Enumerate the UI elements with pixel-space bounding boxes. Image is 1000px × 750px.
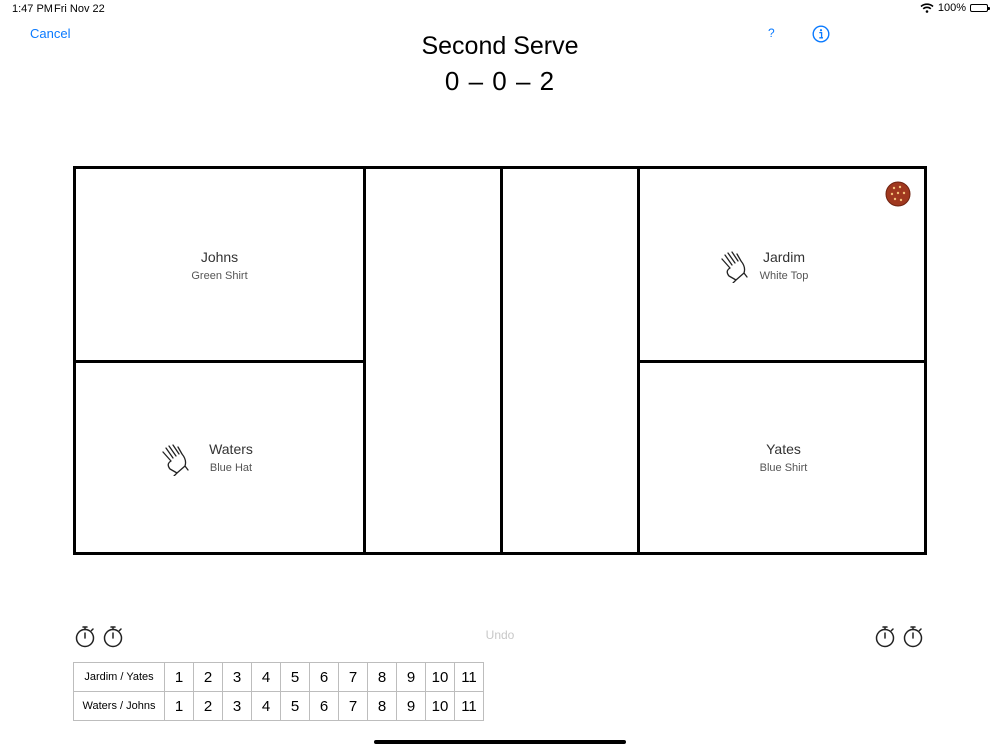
stopwatch-icon[interactable] [101,624,125,648]
player-name: Johns [200,249,239,265]
serving-hand-icon [162,444,189,476]
centerline-right [637,360,924,363]
team-label: Jardim / Yates [73,662,165,692]
point-cell[interactable]: 6 [309,691,339,721]
point-cell[interactable]: 7 [338,662,368,692]
point-cell[interactable]: 11 [454,662,484,692]
help-button[interactable]: ? [768,26,775,40]
point-cell[interactable]: 1 [164,691,194,721]
point-cell[interactable]: 5 [280,691,310,721]
court: Johns Green Shirt Waters Blue Hat Jardim… [73,166,927,555]
cancel-button[interactable]: Cancel [30,26,71,41]
point-cell[interactable]: 9 [396,691,426,721]
player-description: Blue Hat [209,462,253,474]
point-cell[interactable]: 9 [396,662,426,692]
pickleball-icon [885,181,911,207]
status-right: 100% [920,2,990,14]
status-time: 1:47 PM [12,3,53,15]
undo-button[interactable]: Undo [485,628,515,642]
player-description: Green Shirt [191,270,248,282]
player-bottom-right[interactable]: Yates Blue Shirt [640,441,927,474]
point-cell[interactable]: 10 [425,662,455,692]
point-cell[interactable]: 5 [280,662,310,692]
page-title: Second Serve [421,32,579,60]
wifi-icon [920,3,934,13]
point-cell[interactable]: 3 [222,662,252,692]
team-label: Waters / Johns [73,691,165,721]
point-cell[interactable]: 7 [338,691,368,721]
point-cell[interactable]: 6 [309,662,339,692]
serving-hand-icon [721,251,748,283]
stopwatch-icon[interactable] [73,624,97,648]
point-cell[interactable]: 11 [454,691,484,721]
court-line [363,169,366,552]
point-cell[interactable]: 3 [222,691,252,721]
point-cell[interactable]: 8 [367,662,397,692]
undo-row: Undo [0,628,1000,642]
point-cell[interactable]: 10 [425,691,455,721]
player-name: Yates [766,441,801,457]
net-line [500,169,503,552]
timers-right [873,624,925,648]
game-score: 0 – 0 – 2 [444,66,556,96]
point-cell[interactable]: 4 [251,662,281,692]
battery-percent: 100% [937,2,966,14]
centerline-left [76,360,363,363]
player-name: Jardim [762,249,805,265]
player-description: White Top [759,270,809,282]
point-cell[interactable]: 2 [193,662,223,692]
player-top-left[interactable]: Johns Green Shirt [76,249,363,282]
status-date: Fri Nov 22 [54,3,105,15]
home-indicator[interactable] [374,740,626,744]
point-cell[interactable]: 8 [367,691,397,721]
player-name: Waters [209,441,253,457]
point-cell[interactable]: 2 [193,691,223,721]
timers-left [73,624,125,648]
stopwatch-icon[interactable] [901,624,925,648]
info-circle-icon[interactable] [812,25,830,43]
player-top-right[interactable]: Jardim White Top [739,249,829,282]
point-cell[interactable]: 1 [164,662,194,692]
battery-icon [970,4,990,12]
point-cell[interactable]: 4 [251,691,281,721]
stopwatch-icon[interactable] [873,624,897,648]
player-bottom-left[interactable]: Waters Blue Hat [186,441,276,474]
player-description: Blue Shirt [759,462,808,474]
